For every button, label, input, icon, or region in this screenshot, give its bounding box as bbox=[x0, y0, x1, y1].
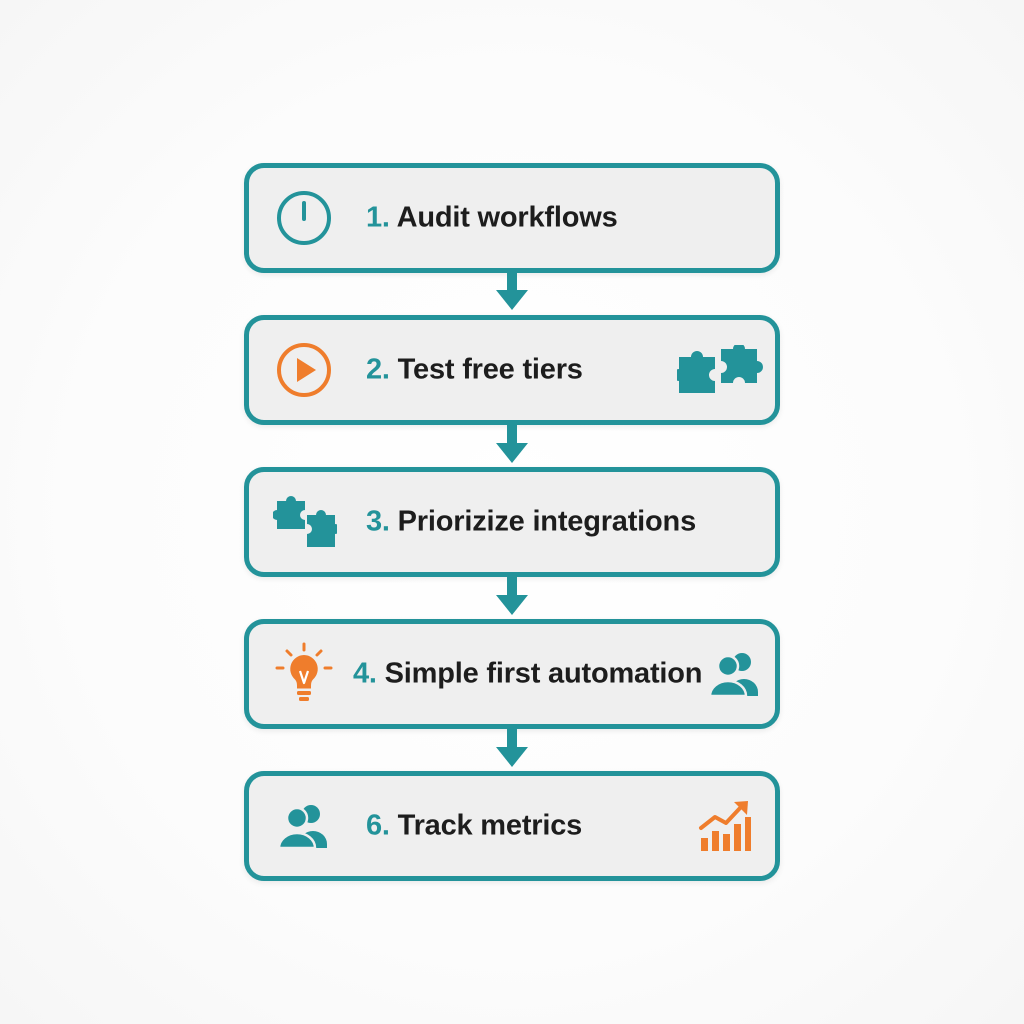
arrow-down-icon bbox=[496, 573, 528, 615]
step-number: 4. bbox=[353, 657, 377, 690]
arrow-down-icon bbox=[496, 725, 528, 767]
step-text: Simple first automation bbox=[384, 657, 703, 690]
step-number: 6. bbox=[366, 809, 390, 842]
step-text: Priorizize integrations bbox=[397, 505, 697, 538]
puzzle-icon bbox=[273, 496, 337, 547]
users-icon bbox=[708, 653, 758, 698]
step-box-1: 1. Audit workflows bbox=[244, 163, 780, 273]
step-number: 1. bbox=[366, 201, 390, 234]
step-text: Track metrics bbox=[397, 809, 583, 842]
play-icon bbox=[277, 343, 331, 397]
step-label-4: 4. Simple first automation bbox=[353, 657, 703, 691]
step-label-3: 3. Priorizize integrations bbox=[366, 506, 696, 539]
chart-growth-icon bbox=[699, 801, 751, 851]
arrow-down-icon bbox=[496, 268, 528, 310]
step-box-3: 3. Priorizize integrations bbox=[244, 467, 780, 577]
power-icon bbox=[277, 191, 331, 245]
step-number: 2. bbox=[366, 353, 390, 386]
step-number: 3. bbox=[366, 505, 390, 538]
puzzle-icon bbox=[677, 345, 763, 393]
step-label-5: 6. Track metrics bbox=[366, 810, 582, 843]
arrow-down-icon bbox=[496, 421, 528, 463]
step-box-4: 4. Simple first automation bbox=[244, 619, 780, 729]
step-label-2: 2. Test free tiers bbox=[366, 354, 583, 387]
lightbulb-icon bbox=[275, 642, 333, 701]
step-label-1: 1. Audit workflows bbox=[366, 202, 618, 235]
step-text: Audit workflows bbox=[396, 201, 618, 234]
step-box-2: 2. Test free tiers bbox=[244, 315, 780, 425]
step-text: Test free tiers bbox=[397, 353, 583, 386]
step-box-5: 6. Track metrics bbox=[244, 771, 780, 881]
users-icon bbox=[277, 805, 327, 850]
